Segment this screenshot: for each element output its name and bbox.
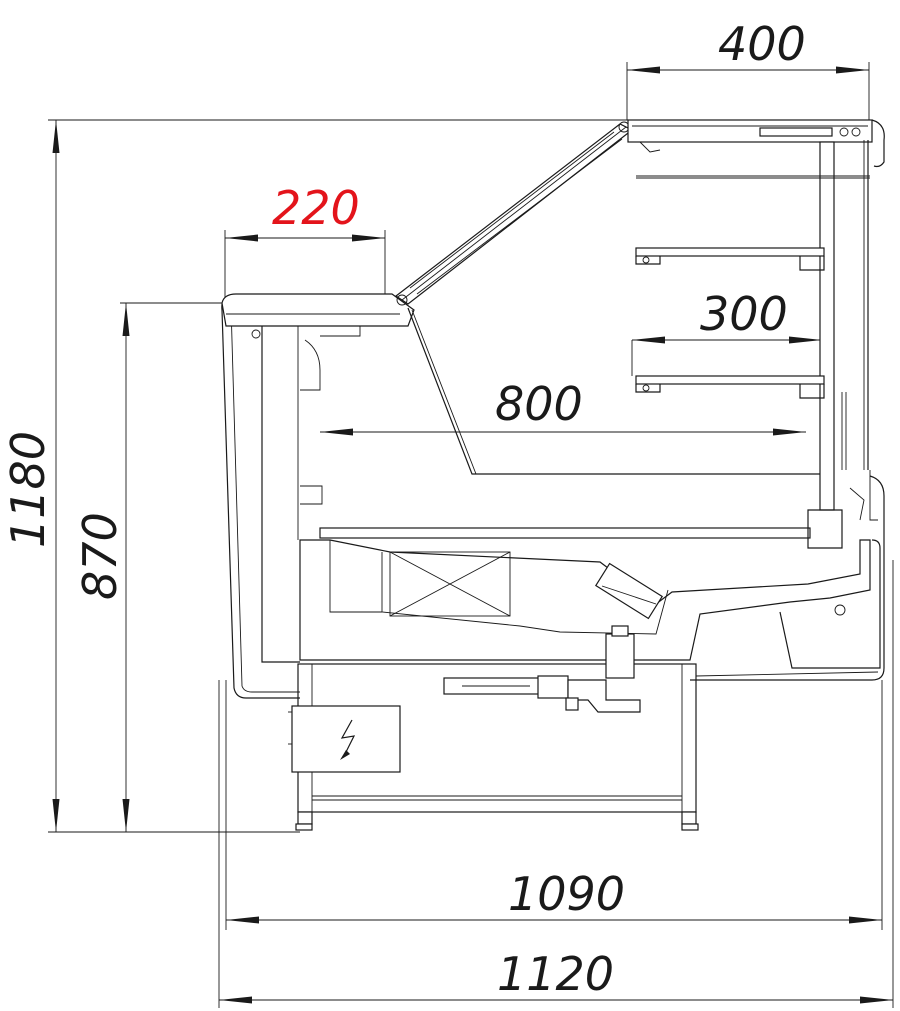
dim-800-label: 800 [495,377,583,431]
rear-post [819,140,869,511]
dim-400-label: 400 [718,17,806,71]
dim-1120: 1120 [218,560,894,1008]
dim-870-label: 870 [73,512,127,600]
rear-access-panel [779,539,881,669]
dim-800: 800 [320,377,806,436]
front-counter [221,293,415,327]
dim-300: 300 [632,287,822,344]
electrical-box [288,705,401,773]
dim-1090: 1090 [225,680,883,930]
front-panel [221,299,300,699]
rear-lower-panel [690,475,885,681]
dim-220-label: 220 [272,181,360,235]
front-glass [394,121,634,306]
dim-870: 870 [73,302,226,832]
interior-slope [407,307,820,475]
dim-1090-label: 1090 [508,867,625,921]
display-case-section [221,119,885,831]
dim-220: 220 [224,181,386,300]
dim-1180: 1180 [1,119,628,833]
evaporator-duct [299,539,871,661]
lightning-bolt-icon [340,719,356,760]
shelf-upper [635,247,825,271]
dim-1120-label: 1120 [497,947,614,1001]
dim-300-label: 300 [700,287,788,341]
shelf-lower [631,340,825,399]
dim-400: 400 [626,17,870,122]
drain-assembly [443,625,641,713]
inner-front-wall [261,326,300,663]
top-canopy [627,119,885,168]
display-deck [319,509,843,549]
dim-1180-label: 1180 [1,431,55,548]
